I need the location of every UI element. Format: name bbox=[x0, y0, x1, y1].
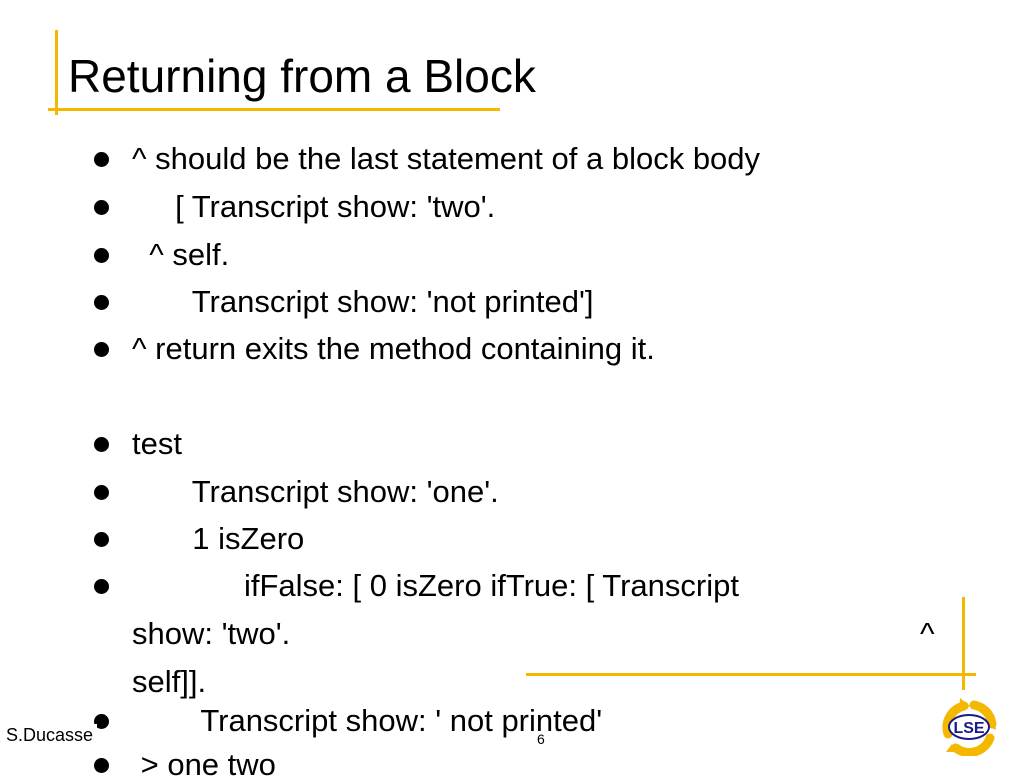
bullet-dot-icon bbox=[94, 295, 109, 310]
bullet-text: 1 isZero bbox=[132, 521, 305, 556]
bullet-dot-icon bbox=[94, 579, 109, 594]
footer-horizontal-rule bbox=[526, 673, 976, 676]
bullet-dot-icon bbox=[94, 758, 109, 773]
bullet-dot-icon bbox=[94, 714, 109, 729]
footer-vertical-rule bbox=[962, 597, 965, 690]
bullet-text-line-1: ifFalse: [ 0 isZero ifTrue: [ Transcript bbox=[132, 568, 739, 603]
slide: Returning from a Block ^ should be the l… bbox=[6, 30, 997, 782]
bullet-text: Transcript show: 'not printed'] bbox=[132, 284, 594, 319]
bullet-text: test bbox=[132, 426, 182, 461]
lse-logo-icon: LSE bbox=[942, 698, 997, 756]
bullet-text: ^ should be the last statement of a bloc… bbox=[132, 141, 761, 176]
title-horizontal-rule bbox=[48, 108, 500, 111]
bullet-text: > one two bbox=[132, 747, 276, 782]
bullet-text: ^ self. bbox=[132, 237, 230, 272]
bullet-text: ^ return exits the method containing it. bbox=[132, 331, 655, 366]
bullet-text-line-2: show: 'two'. bbox=[132, 616, 291, 651]
bullet-dot-icon bbox=[94, 248, 109, 263]
bullet-text: Transcript show: ' not printed' bbox=[132, 703, 603, 738]
bullet-text-caret: ^ bbox=[920, 616, 935, 651]
bullet-dot-icon bbox=[94, 152, 109, 167]
bullet-dot-icon bbox=[94, 200, 109, 215]
bullet-dot-icon bbox=[94, 532, 109, 547]
page-number: 6 bbox=[537, 731, 545, 747]
bullet-text: [ Transcript show: 'two'. bbox=[132, 189, 496, 224]
bullet-dot-icon bbox=[94, 437, 109, 452]
bullet-dot-icon bbox=[94, 342, 109, 357]
title-vertical-rule bbox=[55, 30, 58, 115]
bullet-text-line-3: self]]. bbox=[132, 664, 207, 699]
slide-title: Returning from a Block bbox=[68, 50, 536, 102]
bullet-text: Transcript show: 'one'. bbox=[132, 474, 499, 509]
bullet-dot-icon bbox=[94, 485, 109, 500]
logo-text: LSE bbox=[953, 720, 984, 737]
footer-author: S.Ducasse bbox=[6, 724, 98, 746]
